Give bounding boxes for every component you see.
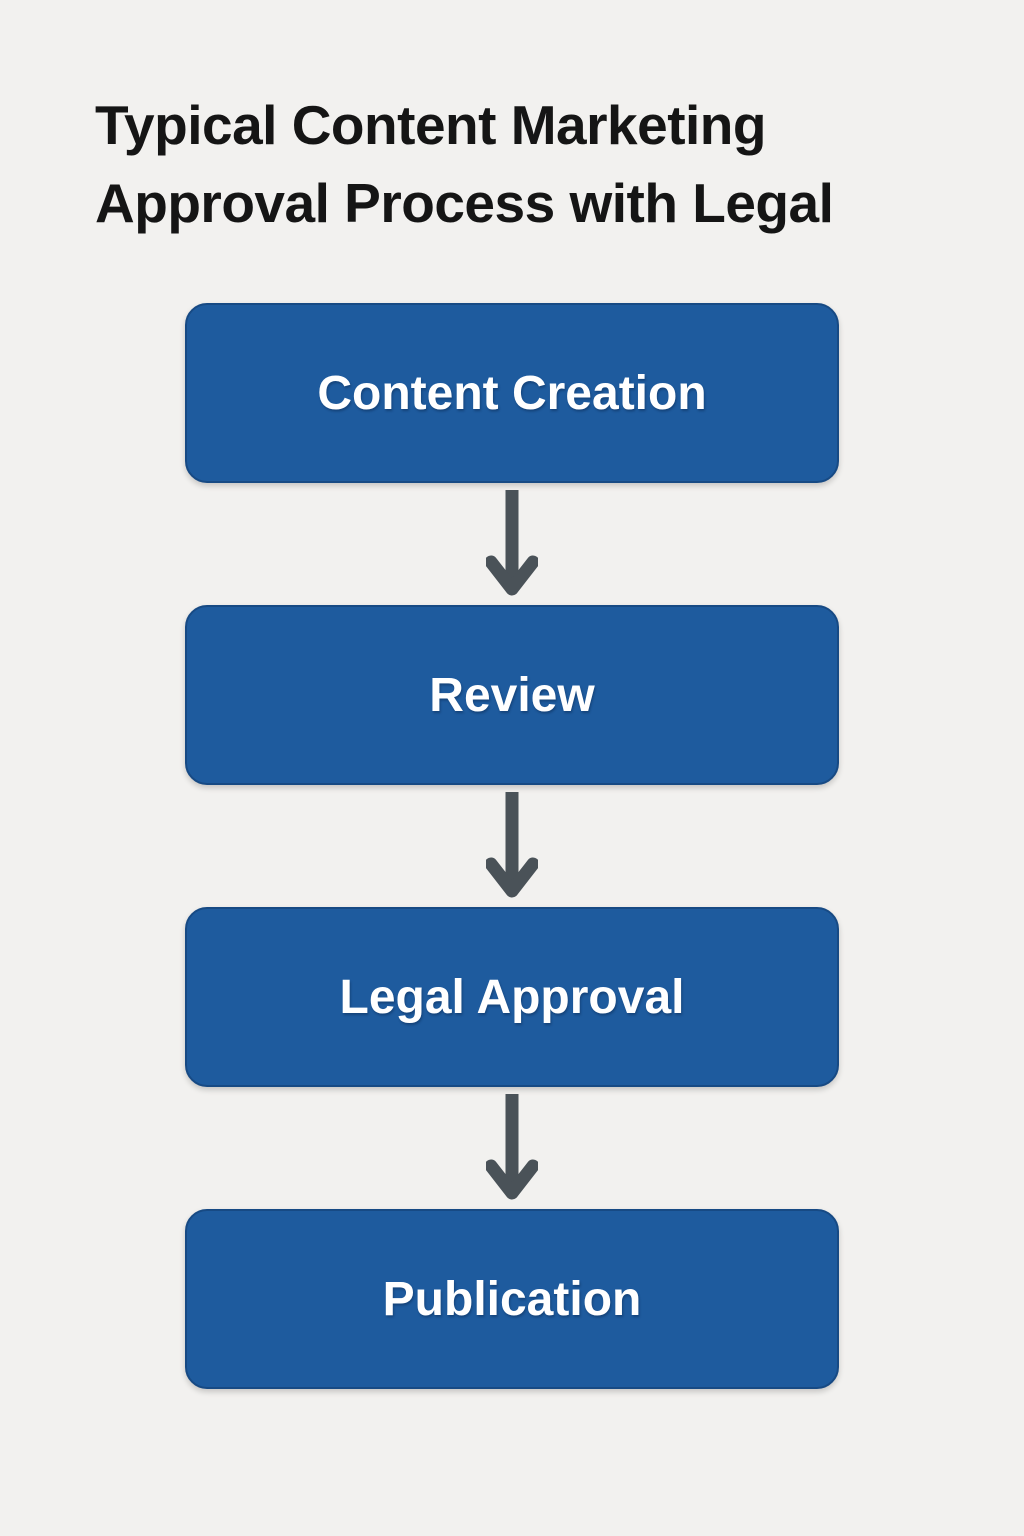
flow-node-publication: Publication <box>185 1209 839 1389</box>
diagram-title: Typical Content Marketing Approval Proce… <box>95 94 834 235</box>
flow-node-legal-approval: Legal Approval <box>185 907 839 1087</box>
arrow-down-icon <box>486 790 538 902</box>
flow-node-label: Content Creation <box>317 366 707 420</box>
flowchart: Content Creation Review Legal Approv <box>0 303 1024 1389</box>
flow-node-review: Review <box>185 605 839 785</box>
flow-arrow <box>486 785 538 907</box>
flow-arrow <box>486 1087 538 1209</box>
flow-node-content-creation: Content Creation <box>185 303 839 483</box>
arrow-down-icon <box>486 1092 538 1204</box>
flow-node-label: Legal Approval <box>339 970 685 1024</box>
flow-node-label: Review <box>429 668 595 722</box>
arrow-down-icon <box>486 488 538 600</box>
flow-node-label: Publication <box>382 1272 642 1326</box>
flow-arrow <box>486 483 538 605</box>
